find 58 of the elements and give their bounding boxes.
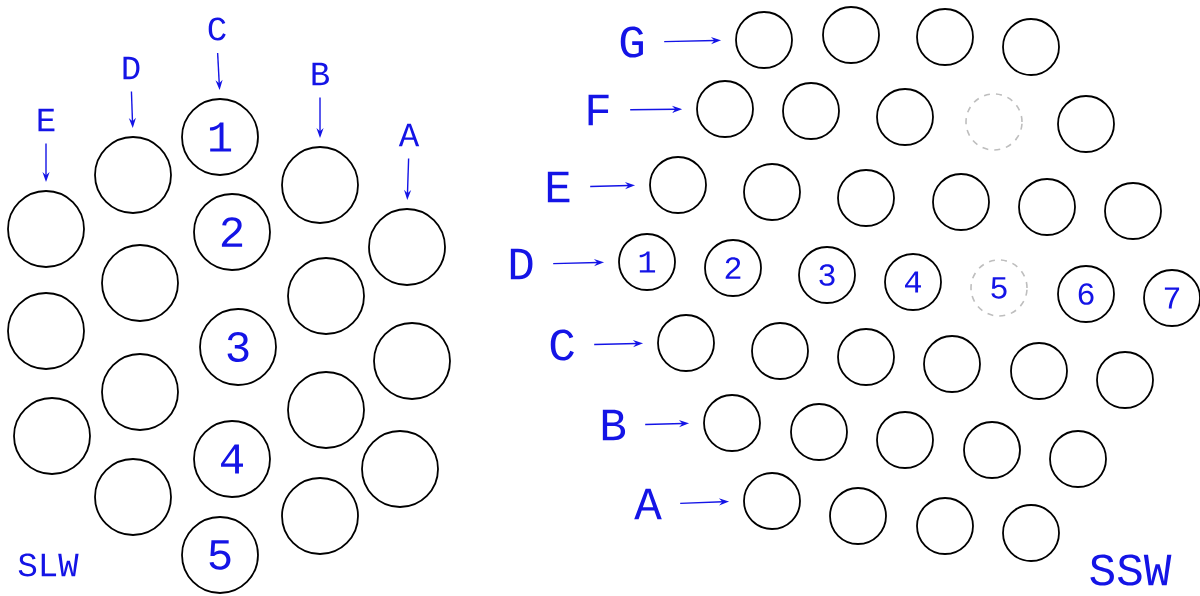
- detector-circle: [876, 88, 934, 146]
- detector-circle: [1002, 18, 1060, 76]
- detector-circle: [822, 6, 880, 64]
- detector-circle: [287, 257, 365, 335]
- detector-circle: [649, 156, 707, 214]
- detector-circle: [790, 403, 848, 461]
- row-label: C: [550, 329, 574, 361]
- detector-circle: [743, 163, 801, 221]
- detector-circle: [287, 371, 365, 449]
- detector-circle: [101, 244, 179, 322]
- detector-circle: [657, 314, 715, 372]
- detector-circle: [7, 292, 85, 370]
- detector-circle: [281, 146, 359, 224]
- column-label: C: [208, 17, 226, 41]
- detector-circle: [94, 458, 172, 536]
- row-label: D: [510, 248, 533, 280]
- detector-circle: [1002, 504, 1060, 562]
- detector-circle: [923, 335, 981, 393]
- column-label: B: [312, 62, 329, 86]
- detector-circle: [837, 169, 895, 227]
- detector-circle: [965, 93, 1023, 151]
- detector-circle: [1104, 182, 1162, 240]
- detector-circle: [1049, 430, 1107, 488]
- detector-circle: [94, 136, 172, 214]
- detector-circle: [743, 472, 801, 530]
- row-label: G: [620, 26, 643, 58]
- detector-circle: [916, 8, 974, 66]
- row-label: A: [634, 488, 662, 520]
- detector-circle: [101, 353, 179, 431]
- detector-circle: [368, 208, 446, 286]
- detector-circle: [361, 430, 439, 508]
- detector-circle: [696, 80, 754, 138]
- detector-circle: [963, 421, 1021, 479]
- detector-circle: [1010, 342, 1068, 400]
- row-label: E: [547, 171, 570, 203]
- row-label: B: [602, 409, 626, 441]
- row-label: F: [588, 94, 609, 126]
- panel-label: SLW: [18, 553, 79, 577]
- panel-label: SSW: [1090, 554, 1172, 586]
- detector-circle: [281, 477, 359, 555]
- detector-circle: [916, 497, 974, 555]
- detector-circle: [932, 173, 990, 231]
- detector-circle: [7, 190, 85, 268]
- detector-circle: [837, 328, 895, 386]
- column-label: E: [38, 108, 55, 132]
- detector-circle: [373, 322, 451, 400]
- detector-circle: [703, 394, 761, 452]
- detector-circle: [876, 411, 934, 469]
- detector-circle: [735, 11, 793, 69]
- detector-circle: [1057, 95, 1115, 153]
- detector-circle: [1018, 178, 1076, 236]
- column-label: A: [398, 123, 420, 147]
- column-label: D: [123, 56, 140, 80]
- detector-circle: [1096, 351, 1154, 409]
- detector-circle: [751, 322, 809, 380]
- detector-circle: [13, 397, 91, 475]
- detector-circle: [829, 487, 887, 545]
- detector-circle: [782, 82, 840, 140]
